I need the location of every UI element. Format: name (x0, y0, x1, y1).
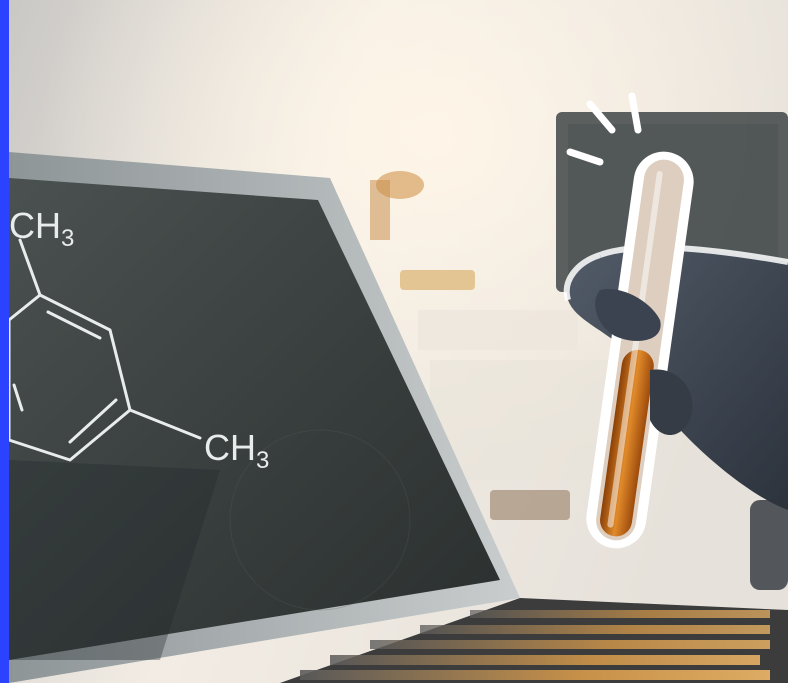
molecule-label-right: CH3 (204, 427, 269, 474)
thumb (595, 289, 661, 341)
molecule-label-top: CH3 (9, 205, 74, 252)
sparkle-icon (566, 92, 642, 166)
molecule-diagram (7, 238, 202, 462)
keyboard-keys (300, 610, 770, 680)
laptop-screen (9, 178, 500, 660)
test-tube (586, 151, 694, 549)
accent-strip (0, 0, 9, 683)
